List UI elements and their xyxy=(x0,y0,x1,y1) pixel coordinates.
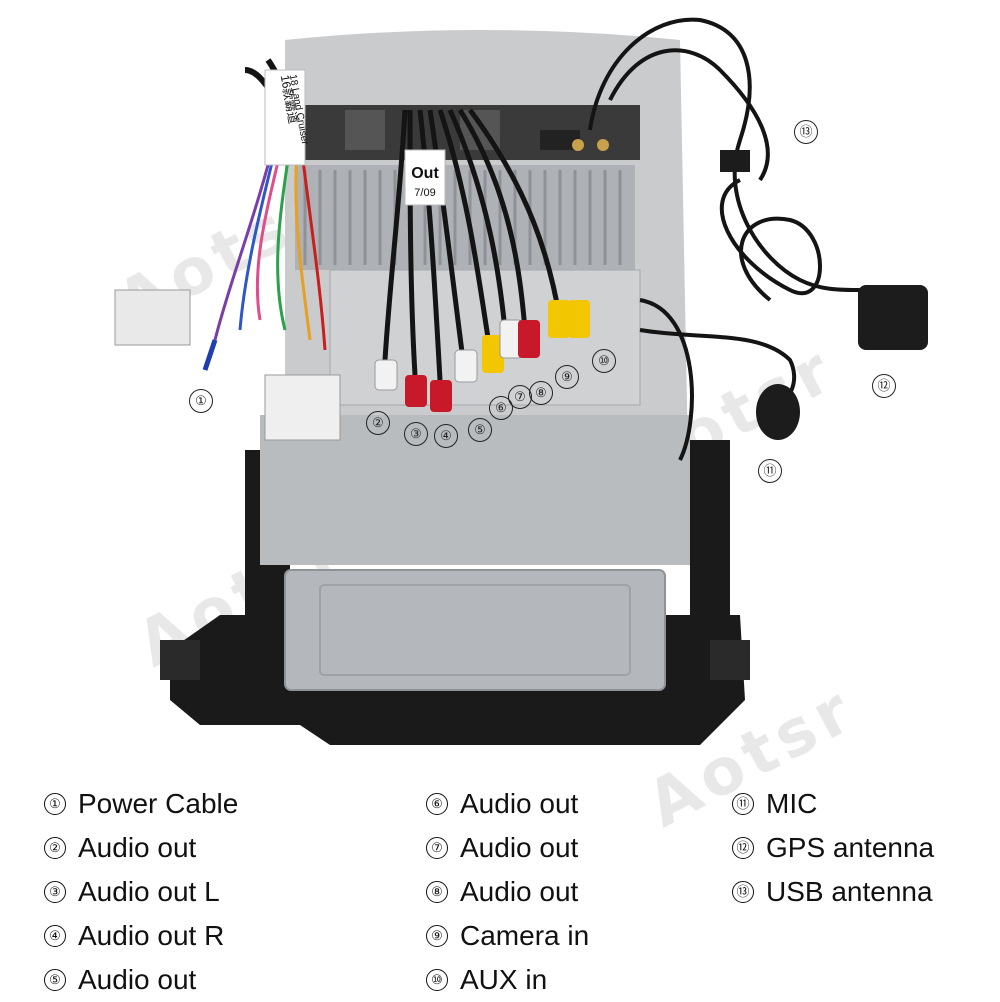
callout-6: ⑥ xyxy=(489,396,513,420)
callout-12: ⑫ xyxy=(872,374,896,398)
legend-number: ① xyxy=(44,793,66,815)
legend-number: ⑧ xyxy=(426,881,448,903)
legend-label: MIC xyxy=(766,788,818,819)
rca-plugs xyxy=(374,300,590,412)
legend-label: Audio out xyxy=(78,964,197,995)
legend-number: ④ xyxy=(44,925,66,947)
antenna-connector xyxy=(572,139,584,151)
callout-13: ⑬ xyxy=(794,120,818,144)
audio-tag-text-2: 7/09 xyxy=(414,187,435,199)
callout-4: ④ xyxy=(434,424,458,448)
audio-tag-text: Out xyxy=(411,165,439,182)
legend-number: ⑫ xyxy=(732,837,754,859)
mic-puck xyxy=(756,384,800,440)
legend-column-2: ⑥ Audio out ⑦ Audio out ⑧ Audio out ⑨ Ca… xyxy=(426,782,589,1002)
callout-2: ② xyxy=(366,411,390,435)
legend-number: ⑦ xyxy=(426,837,448,859)
callout-10: ⑩ xyxy=(592,349,616,373)
legend-label: GPS antenna xyxy=(766,832,935,863)
callout-11: ⑪ xyxy=(758,459,782,483)
legend-label: USB antenna xyxy=(766,876,933,907)
legend-label: Audio out L xyxy=(78,876,220,907)
gps-antenna-puck xyxy=(858,285,928,350)
audio-label-tag xyxy=(404,149,446,206)
legend-item: ⑥ Audio out xyxy=(426,782,589,826)
legend-item: ② Audio out xyxy=(44,826,238,870)
legend-number: ③ xyxy=(44,881,66,903)
legend-label: Power Cable xyxy=(78,788,239,819)
power-connector-small xyxy=(114,289,191,346)
legend-number: ⑤ xyxy=(44,969,66,991)
legend-item: ⑫ GPS antenna xyxy=(732,826,934,870)
legend-label: Audio out xyxy=(460,876,579,907)
callout-8: ⑧ xyxy=(529,381,553,405)
legend-number: ⑬ xyxy=(732,881,754,903)
legend-label: Audio out R xyxy=(78,920,225,951)
legend-label: Audio out xyxy=(460,832,579,863)
legend-number: ② xyxy=(44,837,66,859)
legend-item: ⑬ USB antenna xyxy=(732,870,934,914)
legend-number: ⑨ xyxy=(426,925,448,947)
antenna-connector xyxy=(597,139,609,151)
legend-number: ⑩ xyxy=(426,969,448,991)
legend-label: Audio out xyxy=(460,788,579,819)
power-connector-main xyxy=(264,374,341,441)
product-photo: 16款霸道 18 Land Cruiser Out 7/09 xyxy=(114,17,928,745)
callout-5: ⑤ xyxy=(468,418,492,442)
legend: ① Power Cable ② Audio out ③ Audio out L … xyxy=(0,782,1000,1000)
legend-label: Camera in xyxy=(460,920,590,951)
legend-column-1: ① Power Cable ② Audio out ③ Audio out L … xyxy=(44,782,238,1002)
legend-item: ① Power Cable xyxy=(44,782,238,826)
rca-bundle xyxy=(382,108,563,381)
callout-9: ⑨ xyxy=(555,365,579,389)
legend-item: ⑦ Audio out xyxy=(426,826,589,870)
legend-label: Audio out xyxy=(78,832,197,863)
callout-3: ③ xyxy=(404,422,428,446)
legend-item: ⑧ Audio out xyxy=(426,870,589,914)
legend-item: ⑩ AUX in xyxy=(426,958,589,1002)
legend-item: ⑨ Camera in xyxy=(426,914,589,958)
callout-7: ⑦ xyxy=(508,385,532,409)
legend-number: ⑥ xyxy=(426,793,448,815)
callout-1: ① xyxy=(189,389,213,413)
legend-label: AUX in xyxy=(460,964,548,995)
legend-column-3: ⑪ MIC ⑫ GPS antenna ⑬ USB antenna xyxy=(732,782,934,914)
legend-item: ④ Audio out R xyxy=(44,914,238,958)
legend-item: ⑤ Audio out xyxy=(44,958,238,1002)
harness-label-tag xyxy=(264,69,306,166)
legend-item: ③ Audio out L xyxy=(44,870,238,914)
legend-number: ⑪ xyxy=(732,793,754,815)
legend-item: ⑪ MIC xyxy=(732,782,934,826)
usb-antenna-plug xyxy=(720,150,750,172)
